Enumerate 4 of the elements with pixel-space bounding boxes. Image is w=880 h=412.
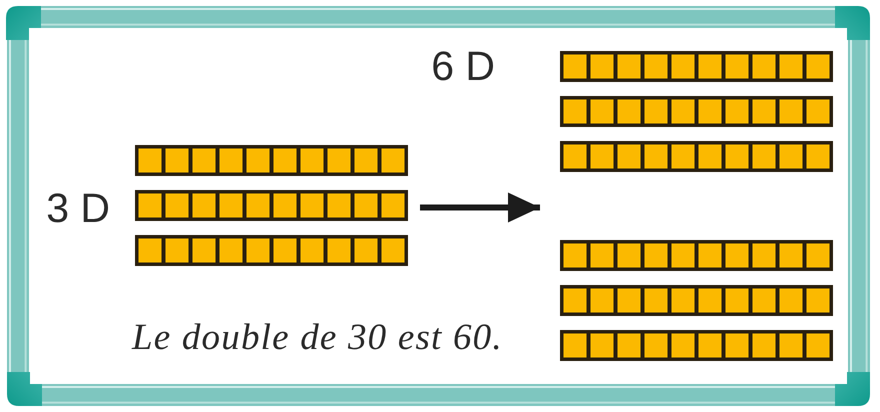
handwritten-sentence: Le double de 30 est 60. [132, 316, 503, 360]
group-label: 3 D [46, 186, 110, 230]
arrow [420, 192, 540, 222]
group-label: 6 D [431, 44, 495, 88]
